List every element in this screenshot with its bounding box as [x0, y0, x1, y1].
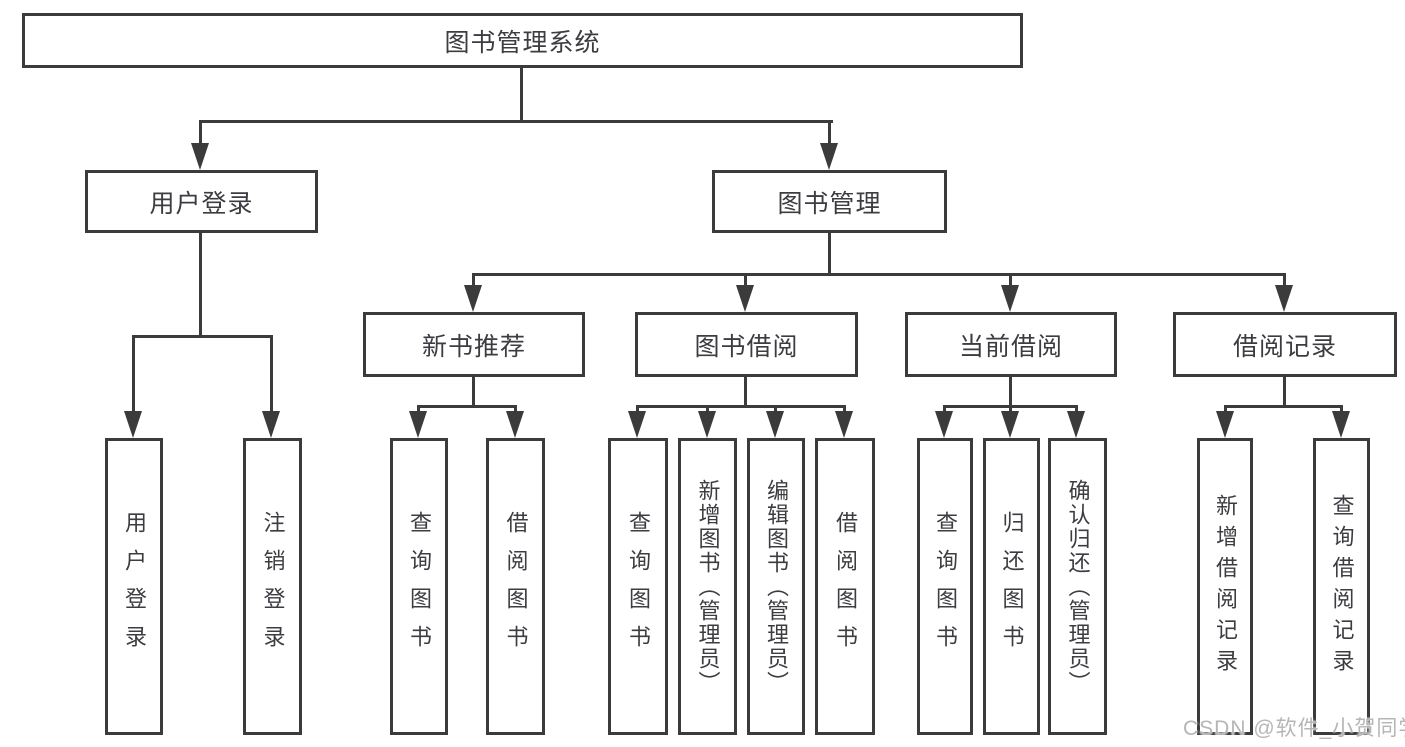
connector-arm: [1224, 405, 1227, 415]
node-borrow-records-label: 借阅记录: [1232, 332, 1337, 361]
node-book-borrowing-label: 图书借阅: [694, 332, 799, 361]
connector-current-stub: [1009, 377, 1012, 407]
node-current-borrowing: 当前借阅: [905, 312, 1117, 377]
leaf-query-books-borrow: 查询图书: [608, 438, 668, 735]
leaf-user-login: 用户登录: [105, 438, 163, 735]
node-new-book-recommend-label: 新书推荐: [421, 332, 526, 361]
connector-arm: [744, 273, 747, 287]
leaf-borrow-books-recommend: 借阅图书: [486, 438, 545, 735]
connector-arm: [1009, 405, 1012, 415]
connector-login-stub: [199, 233, 202, 337]
connector-arm: [843, 405, 846, 415]
leaf-add-borrow-record: 新增借阅记录: [1197, 438, 1253, 735]
leaf-label: 新增图书（管理员）: [695, 478, 721, 695]
node-new-book-recommend: 新书推荐: [363, 312, 585, 377]
connector-arm: [774, 405, 777, 415]
arrowhead-icon: [628, 411, 646, 438]
leaf-label: 归还图书: [999, 510, 1025, 663]
leaf-edit-books-admin: 编辑图书（管理员）: [747, 438, 805, 735]
connector-arm: [1075, 405, 1078, 415]
node-user-login-label: 用户登录: [149, 189, 254, 218]
arrowhead-icon: [1067, 411, 1085, 438]
leaf-label: 查询图书: [626, 510, 651, 663]
connector-arm: [417, 405, 420, 415]
arrowhead-icon: [935, 411, 953, 438]
node-book-management-label: 图书管理: [777, 189, 882, 218]
arrowhead-icon: [1001, 411, 1019, 438]
leaf-label: 借阅图书: [833, 510, 858, 663]
connector-arm: [1283, 273, 1286, 287]
connector-arm: [270, 335, 273, 413]
arrowhead-icon: [409, 411, 427, 438]
leaf-query-books-current: 查询图书: [917, 438, 973, 735]
arrowhead-icon: [506, 411, 524, 438]
connector-root-horizontal: [199, 120, 833, 123]
leaf-confirm-return-admin: 确认归还（管理员）: [1048, 438, 1107, 735]
connector-arm: [943, 405, 946, 415]
leaf-query-borrow-record: 查询借阅记录: [1313, 438, 1370, 735]
connector-arm: [514, 405, 517, 415]
arrowhead-icon: [1001, 285, 1019, 312]
connector-arm: [636, 405, 639, 415]
connector-record-stub: [1283, 377, 1286, 407]
connector-arm: [472, 273, 475, 287]
connector-root-stub: [520, 68, 523, 123]
connector-bookmgmt-stub: [828, 233, 831, 275]
connector-recommend-stub: [472, 377, 475, 407]
node-book-management: 图书管理: [712, 170, 947, 233]
leaf-label: 查询图书: [933, 510, 958, 663]
arrowhead-icon: [1275, 285, 1293, 312]
arrowhead-icon: [191, 143, 209, 170]
node-book-borrowing: 图书借阅: [635, 312, 858, 377]
connector-arm: [706, 405, 709, 415]
leaf-logout: 注销登录: [243, 438, 302, 735]
leaf-label: 用户登录: [122, 510, 147, 663]
arrowhead-icon: [1332, 411, 1350, 438]
arrowhead-icon: [736, 285, 754, 312]
csdn-watermark: CSDN @软件_小贺同学: [1183, 717, 1405, 740]
connector-arm-login: [199, 120, 202, 146]
node-root-label: 图书管理系统: [444, 28, 601, 57]
node-current-borrowing-label: 当前借阅: [958, 332, 1063, 361]
leaf-borrow-books: 借阅图书: [815, 438, 875, 735]
leaf-label: 注销登录: [260, 510, 286, 663]
node-user-login: 用户登录: [85, 170, 318, 233]
leaf-label: 新增借阅记录: [1213, 493, 1238, 680]
connector-recommend-horizontal: [417, 405, 517, 408]
arrowhead-icon: [766, 411, 784, 438]
leaf-label: 查询图书: [407, 510, 432, 663]
connector-arm-bookmgmt: [828, 120, 831, 146]
arrowhead-icon: [698, 411, 716, 438]
connector-login-horizontal: [132, 335, 273, 338]
arrowhead-icon: [262, 411, 280, 438]
connector-borrow-stub: [744, 377, 747, 407]
leaf-label: 查询借阅记录: [1329, 493, 1355, 680]
leaf-label: 借阅图书: [503, 510, 529, 663]
connector-arm: [132, 335, 135, 413]
arrowhead-icon: [820, 143, 838, 170]
arrowhead-icon: [124, 411, 142, 438]
connector-arm: [1340, 405, 1343, 415]
leaf-return-books: 归还图书: [983, 438, 1040, 735]
leaf-query-books-recommend: 查询图书: [390, 438, 448, 735]
arrowhead-icon: [1216, 411, 1234, 438]
node-root: 图书管理系统: [22, 13, 1023, 68]
node-borrow-records: 借阅记录: [1173, 312, 1397, 377]
connector-record-horizontal: [1224, 405, 1343, 408]
leaf-add-books-admin: 新增图书（管理员）: [678, 438, 737, 735]
leaf-label: 编辑图书（管理员）: [764, 478, 789, 695]
connector-borrow-horizontal: [636, 405, 846, 408]
leaf-label: 确认归还（管理员）: [1065, 478, 1091, 695]
arrowhead-icon: [464, 285, 482, 312]
connector-bookmgmt-horizontal: [472, 273, 1285, 276]
arrowhead-icon: [835, 411, 853, 438]
connector-arm: [1009, 273, 1012, 287]
